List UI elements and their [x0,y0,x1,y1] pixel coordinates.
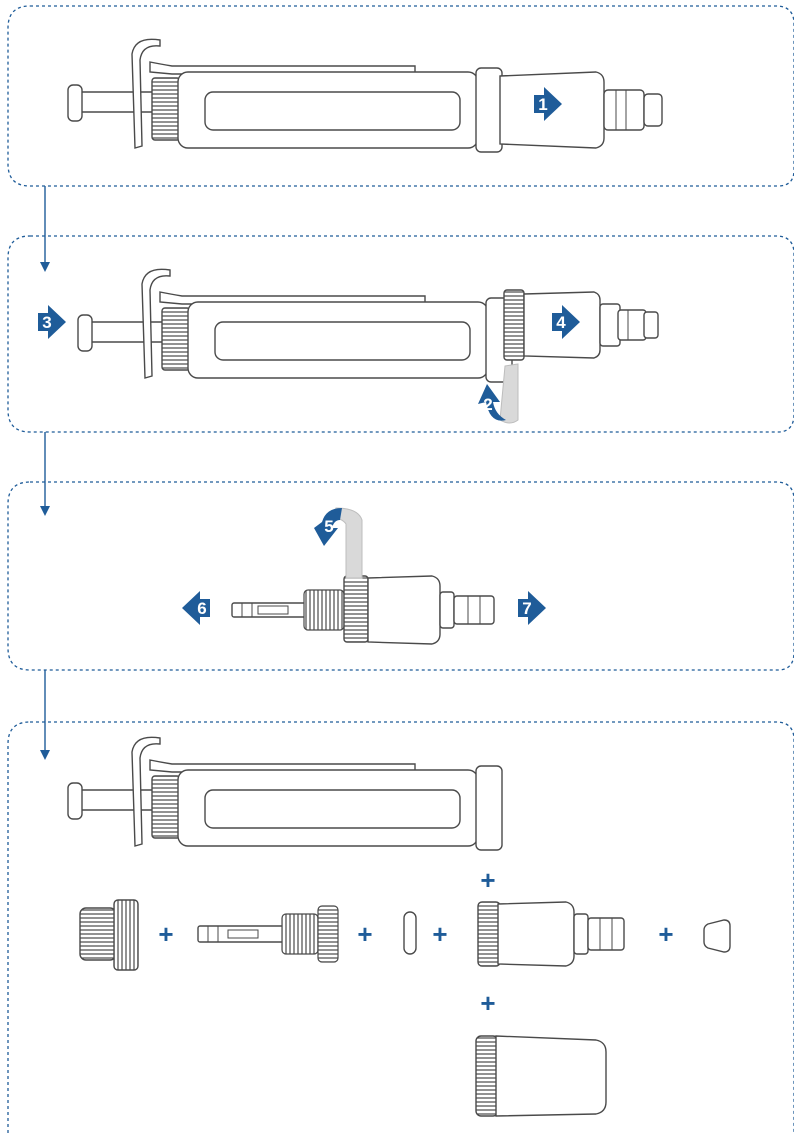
pipette-handle-component [68,737,502,850]
step-7-marker: 7 [518,591,546,625]
plus-sign: + [357,919,372,949]
pipette-assembled [68,39,662,152]
nozzle-housing-part [478,902,624,966]
step-6-label: 6 [197,599,206,618]
step-1-label: 1 [538,95,547,114]
plus-sign: + [480,865,495,895]
step-3-label: 3 [42,313,51,332]
step-4-label: 4 [556,313,566,332]
threaded-cap-part [80,900,138,970]
o-ring-part [404,912,416,954]
step-5-label: 5 [324,517,333,536]
step-5-marker: 5 [314,508,362,578]
step-2-label: 2 [483,395,492,414]
plus-sign: + [432,919,447,949]
step-6-marker: 6 [182,591,210,625]
panel-connectors [40,186,50,760]
plus-sign: + [158,919,173,949]
outer-sleeve-part [476,1036,606,1116]
plus-sign: + [480,988,495,1018]
step-7-label: 7 [522,599,531,618]
piston-and-nozzle-assembly [232,576,494,644]
tip-adapter-part [704,920,730,952]
piston-spring-part [198,906,338,962]
step-3-marker: 3 [38,305,66,339]
plus-sign: + [658,919,673,949]
